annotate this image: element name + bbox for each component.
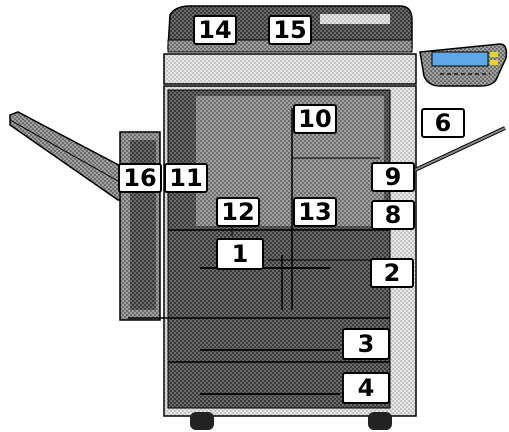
finisher-unit	[120, 132, 160, 320]
callout-10: 10	[293, 104, 337, 134]
callout-11: 11	[164, 163, 208, 193]
callout-8: 8	[371, 200, 415, 230]
callout-6: 6	[421, 108, 465, 138]
callout-16: 16	[118, 163, 162, 193]
callout-2: 2	[370, 258, 414, 288]
callout-12: 12	[216, 197, 260, 227]
output-tray	[10, 112, 128, 200]
main-body	[128, 86, 416, 416]
callout-13: 13	[293, 197, 337, 227]
callout-9: 9	[371, 162, 415, 192]
callout-15: 15	[268, 15, 312, 45]
callout-14: 14	[193, 15, 237, 45]
callout-4: 4	[342, 372, 390, 404]
callout-1: 1	[216, 238, 264, 270]
scanner-band	[164, 54, 416, 84]
callout-3: 3	[342, 328, 390, 360]
control-panel	[420, 44, 506, 86]
